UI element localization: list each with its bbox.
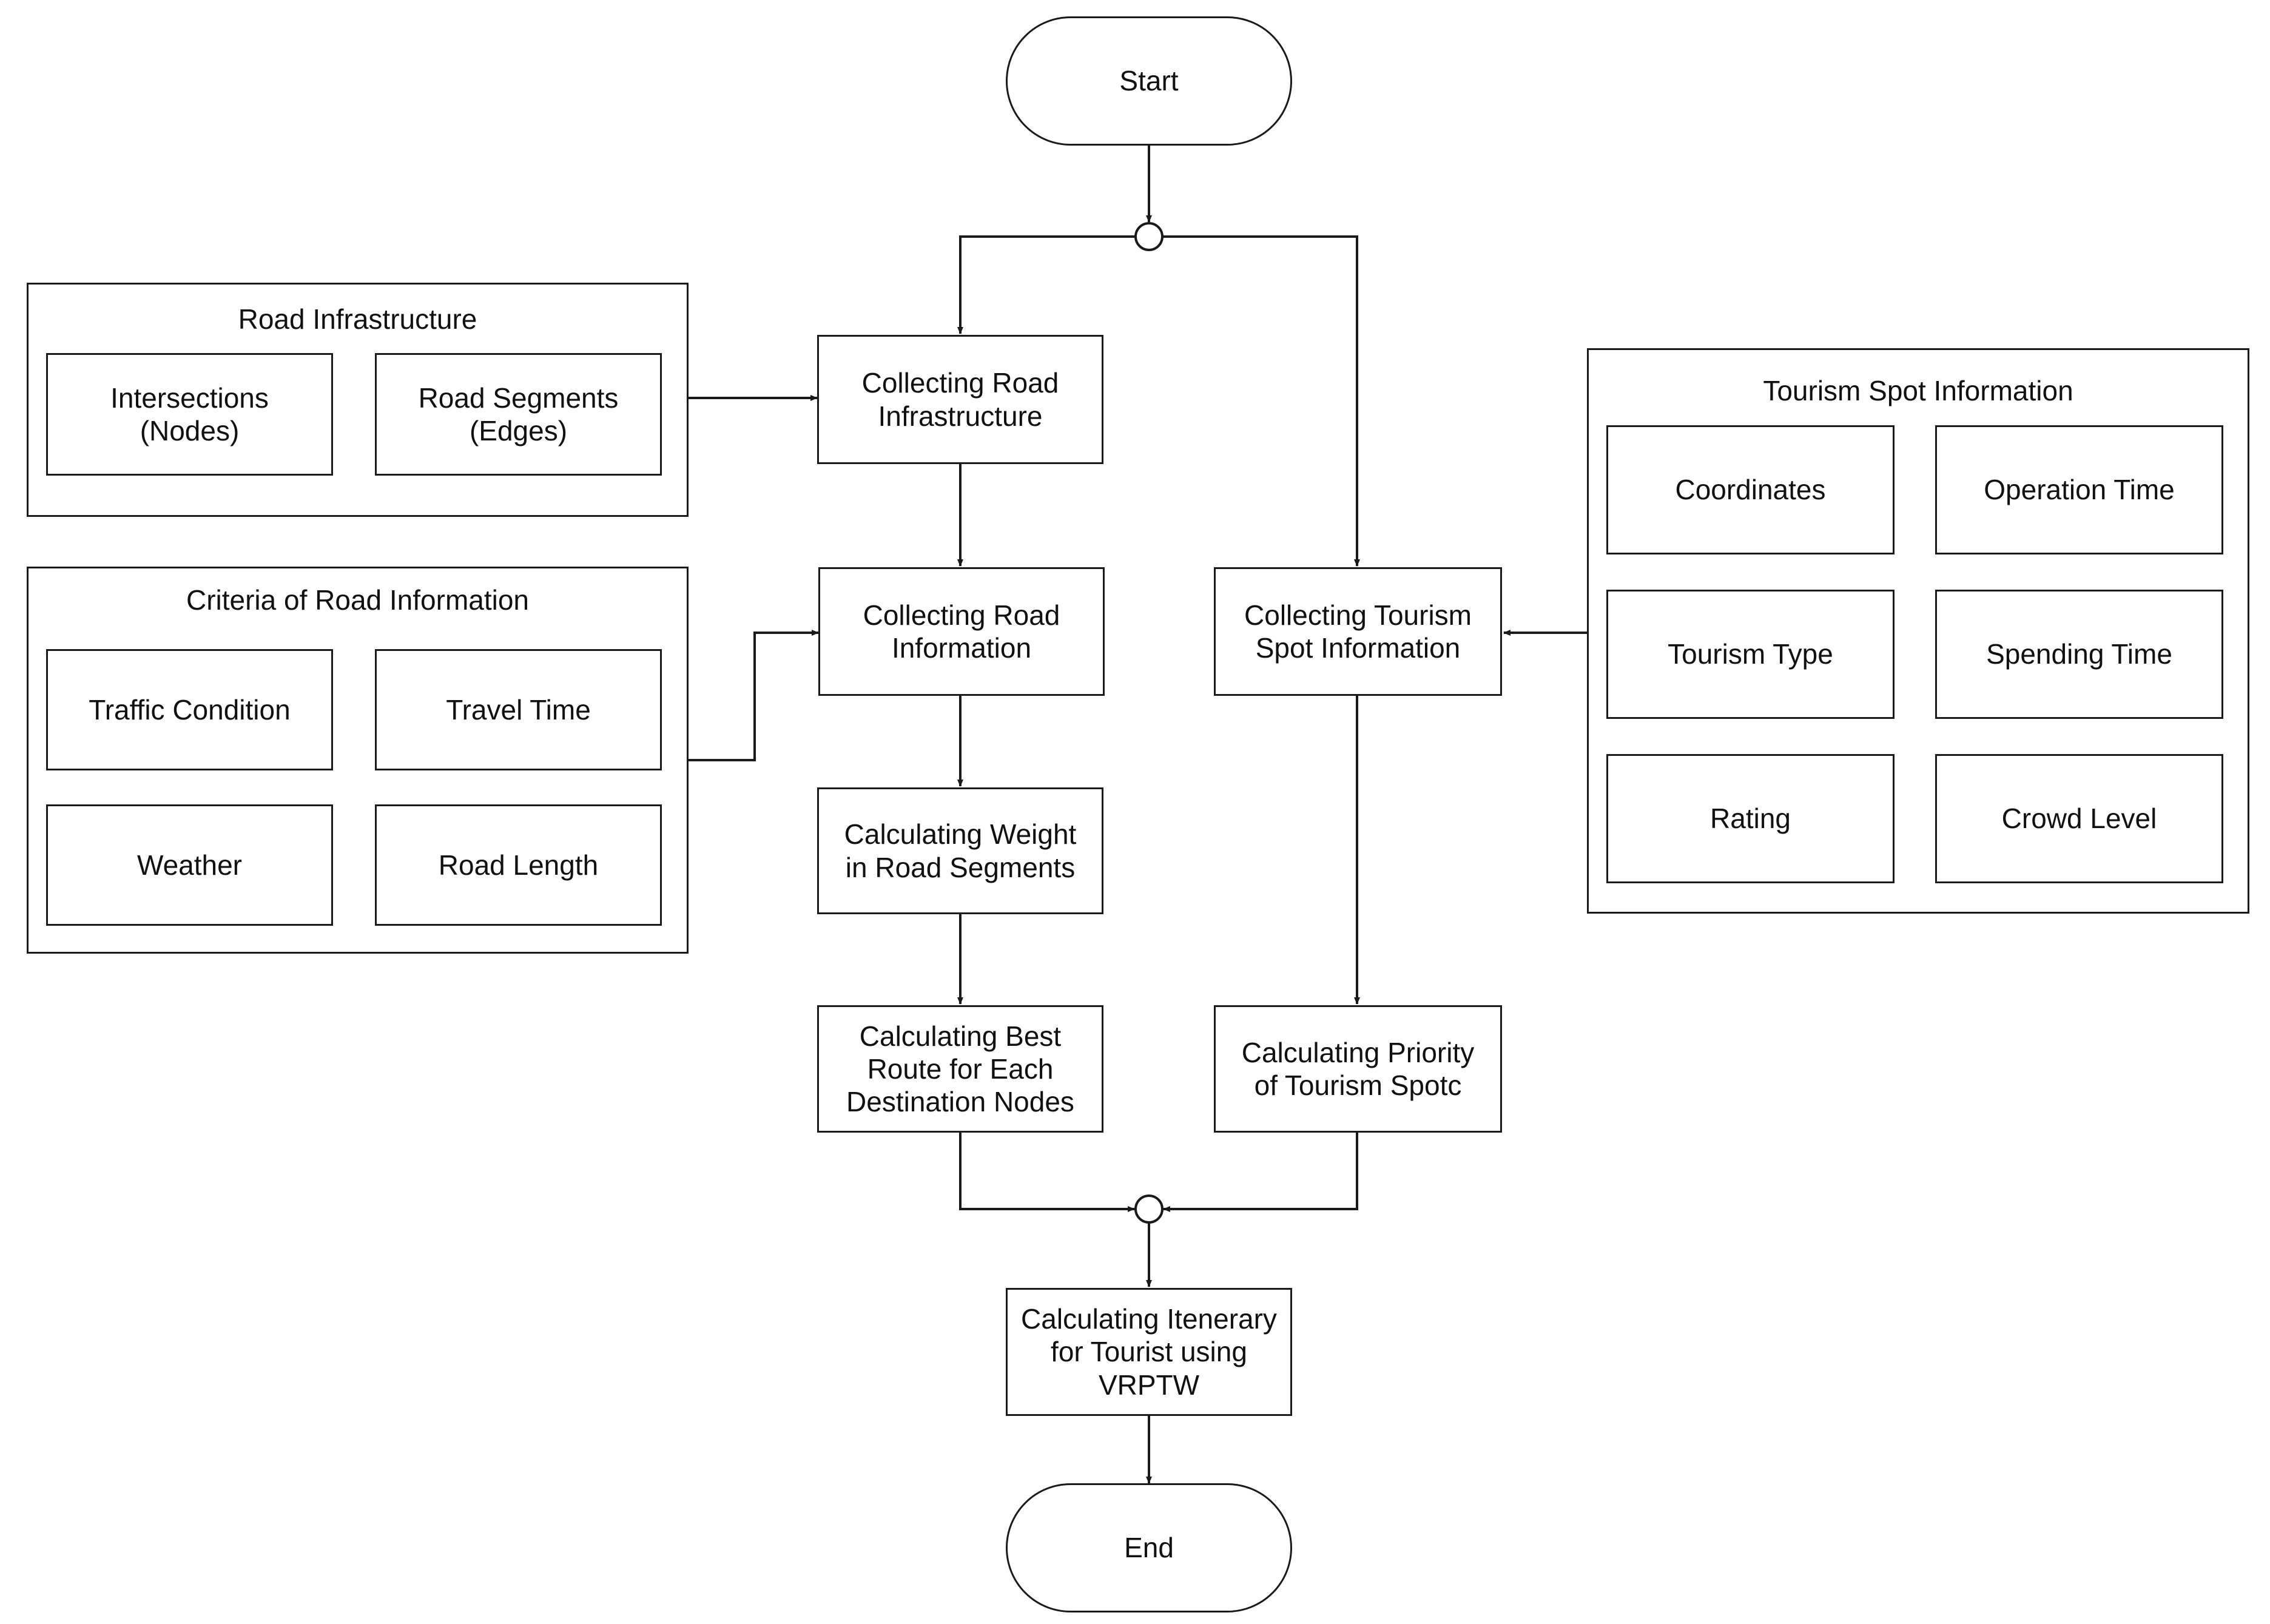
edge-best-route-to-join (959, 1133, 1135, 1212)
road-segments-edges-box: Road Segments (Edges) (375, 353, 662, 476)
crowd-level-box: Crowd Level (1935, 754, 2223, 883)
tourism-type-box: Tourism Type (1606, 590, 1894, 719)
calculating-weight-box: Calculating Weight in Road Segments (817, 787, 1103, 914)
collecting-road-infrastructure-box: Collecting Road Infrastructure (817, 335, 1103, 464)
operation-time-box: Operation Time (1935, 425, 2223, 554)
road-criteria-title: Criteria of Road Information (186, 584, 530, 616)
start-terminal: Start (1006, 16, 1292, 146)
spending-time-box: Spending Time (1935, 590, 2223, 719)
travel-time-box: Travel Time (375, 649, 662, 770)
rating-box: Rating (1606, 754, 1894, 883)
edge-fork-to-tourism-spot (1162, 235, 1360, 567)
end-terminal: End (1006, 1483, 1292, 1612)
edge-priority-to-join (1163, 1133, 1358, 1212)
calculating-itinerary-box: Calculating Itenerary for Tourist using … (1006, 1288, 1292, 1416)
calculating-best-route-box: Calculating Best Route for Each Destinat… (817, 1005, 1103, 1133)
edge-fork-to-road-infrastructure (957, 235, 1136, 334)
join-junction (1134, 1194, 1164, 1224)
coordinates-box: Coordinates (1606, 425, 1894, 554)
collecting-road-information-box: Collecting Road Information (818, 567, 1105, 696)
edge-criteria-to-road-info (689, 630, 819, 761)
intersections-nodes-box: Intersections (Nodes) (46, 353, 333, 476)
road-length-box: Road Length (375, 804, 662, 926)
road-infrastructure-title: Road Infrastructure (238, 303, 477, 335)
traffic-condition-box: Traffic Condition (46, 649, 333, 770)
tourism-spot-information-title: Tourism Spot Information (1763, 375, 2073, 406)
fork-junction (1134, 222, 1164, 251)
calculating-priority-box: Calculating Priority of Tourism Spotc (1214, 1005, 1502, 1133)
weather-box: Weather (46, 804, 333, 926)
collecting-tourism-spot-box: Collecting Tourism Spot Information (1214, 567, 1502, 696)
